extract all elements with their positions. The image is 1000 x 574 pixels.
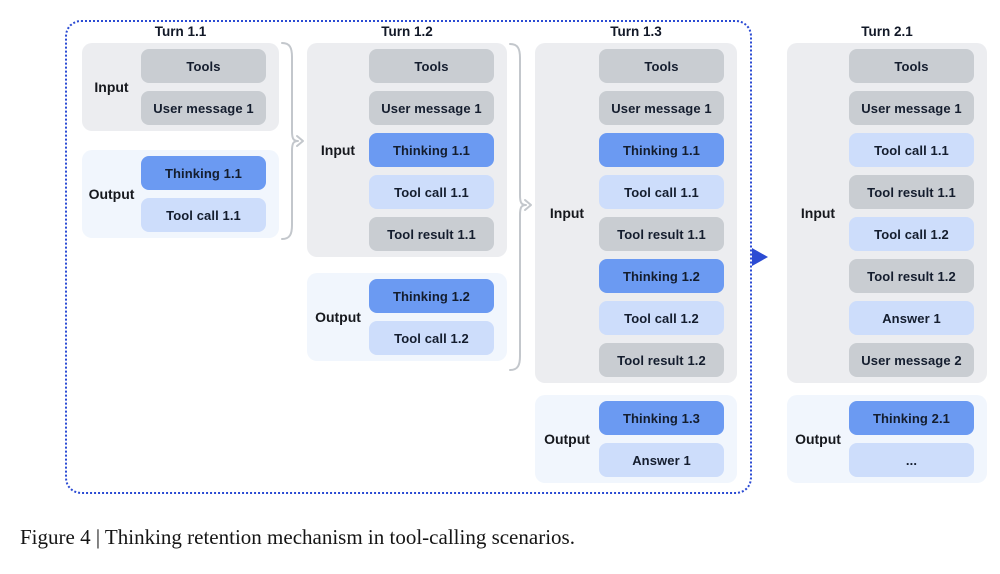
message-box-thinking-1-3: Thinking 1.3 bbox=[599, 401, 724, 435]
output-label: Output bbox=[315, 309, 361, 325]
message-box-tool-result-1-2: Tool result 1.2 bbox=[849, 259, 974, 293]
turn-title: Turn 1.1 bbox=[154, 24, 207, 39]
message-box-tool-result-1-1: Tool result 1.1 bbox=[849, 175, 974, 209]
message-box-tool-call-1-1: Tool call 1.1 bbox=[849, 133, 974, 167]
message-box-thinking-1-2: Thinking 1.2 bbox=[369, 279, 494, 313]
message-box-user-message-2: User message 2 bbox=[849, 343, 974, 377]
turn-title: Turn 1.3 bbox=[610, 24, 662, 39]
message-box-ellipsis: ... bbox=[849, 443, 974, 477]
message-box-tool-call-1-1: Tool call 1.1 bbox=[369, 175, 494, 209]
message-box-tool-call-1-2: Tool call 1.2 bbox=[599, 301, 724, 335]
message-box-user-message-1: User message 1 bbox=[599, 91, 724, 125]
output-label: Output bbox=[544, 431, 590, 447]
message-box-thinking-1-2: Thinking 1.2 bbox=[599, 259, 724, 293]
message-box-user-message-1: User message 1 bbox=[141, 91, 266, 125]
message-box-tools: Tools bbox=[141, 49, 266, 83]
message-box-tools: Tools bbox=[369, 49, 494, 83]
brace-connector-1 bbox=[281, 42, 304, 240]
message-box-tool-result-1-1: Tool result 1.1 bbox=[599, 217, 724, 251]
message-box-thinking-1-1: Thinking 1.1 bbox=[369, 133, 494, 167]
turn-title: Turn 2.1 bbox=[861, 24, 913, 39]
message-box-tools: Tools bbox=[849, 49, 974, 83]
message-box-thinking-2-1: Thinking 2.1 bbox=[849, 401, 974, 435]
output-label: Output bbox=[795, 431, 841, 447]
figure-caption: Figure 4 | Thinking retention mechanism … bbox=[20, 525, 575, 549]
message-box-tool-call-1-1: Tool call 1.1 bbox=[599, 175, 724, 209]
input-label: Input bbox=[320, 142, 356, 158]
input-label: Input bbox=[549, 205, 585, 221]
flow-arrow-icon bbox=[752, 248, 768, 266]
message-box-tool-call-1-2: Tool call 1.2 bbox=[369, 321, 494, 355]
brace-connector-2 bbox=[509, 43, 532, 371]
message-box-thinking-1-1: Thinking 1.1 bbox=[599, 133, 724, 167]
message-box-user-message-1: User message 1 bbox=[369, 91, 494, 125]
retention-dashed-box bbox=[65, 20, 752, 494]
message-box-tool-call-1-1: Tool call 1.1 bbox=[141, 198, 266, 232]
message-box-tools: Tools bbox=[599, 49, 724, 83]
message-box-user-message-1: User message 1 bbox=[849, 91, 974, 125]
input-label: Input bbox=[94, 79, 129, 95]
message-box-answer-1: Answer 1 bbox=[599, 443, 724, 477]
output-label: Output bbox=[88, 186, 135, 202]
message-box-tool-result-1-1: Tool result 1.1 bbox=[369, 217, 494, 251]
message-box-answer-1: Answer 1 bbox=[849, 301, 974, 335]
message-box-thinking-1-1: Thinking 1.1 bbox=[141, 156, 266, 190]
output-group: Output Thinking 2.1... bbox=[787, 395, 987, 483]
message-box-tool-result-1-2: Tool result 1.2 bbox=[599, 343, 724, 377]
output-boxes: Thinking 2.1... bbox=[849, 401, 974, 477]
input-label: Input bbox=[800, 205, 836, 221]
message-box-tool-call-1-2: Tool call 1.2 bbox=[849, 217, 974, 251]
turn-title: Turn 1.2 bbox=[381, 24, 433, 39]
